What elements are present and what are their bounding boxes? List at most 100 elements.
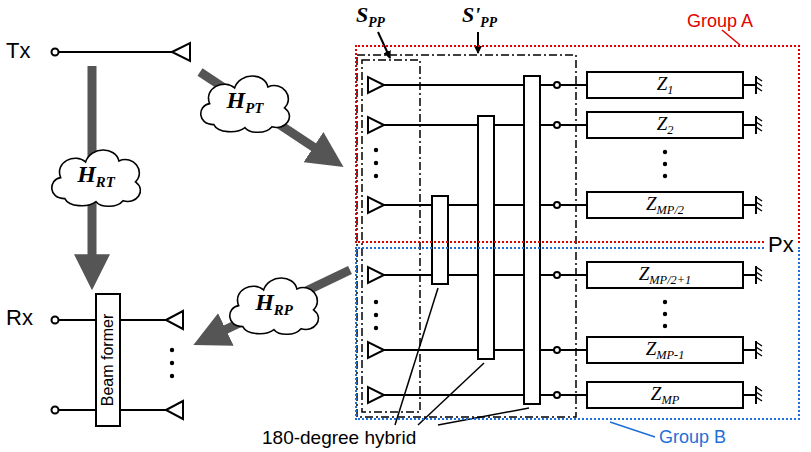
drawing-stroke — [756, 347, 762, 351]
drawing-stroke — [756, 342, 762, 346]
impedance-box: ZMP-1 — [586, 336, 744, 364]
drawing-stroke — [170, 361, 174, 365]
impedance-label: ZMP — [651, 383, 679, 408]
drawing-stroke — [756, 392, 762, 396]
cloud-outline — [44, 140, 148, 208]
cloud-outline — [52, 150, 141, 206]
drawing-stroke — [58, 51, 172, 53]
channel-cloud: HRP — [222, 268, 326, 336]
drawing-stroke — [58, 319, 95, 321]
drawing-stroke — [744, 274, 756, 276]
drawing-stroke — [554, 272, 560, 278]
channel-arrows — [92, 66, 350, 338]
drawing-stroke — [166, 401, 183, 419]
drawing-stroke — [756, 122, 762, 126]
drawing-stroke — [744, 349, 756, 351]
beamformer-box: Beam former — [95, 293, 121, 427]
drawing-stroke — [560, 349, 586, 351]
drawing-stroke — [756, 197, 762, 201]
drawing-stroke — [554, 202, 560, 208]
group-pointer — [610, 422, 655, 437]
channel-arrow — [200, 72, 330, 158]
group-pointer — [722, 30, 740, 45]
drawing-stroke — [52, 317, 59, 324]
drawing-stroke — [560, 274, 586, 276]
cloud-outline — [222, 268, 326, 336]
drawing-stroke — [663, 150, 667, 154]
drawing-stroke — [395, 288, 438, 425]
drawing-stroke — [663, 324, 667, 328]
drawing-stroke — [121, 319, 166, 321]
drawing-stroke — [374, 300, 378, 304]
drawing-stroke — [744, 84, 756, 86]
drawing-stroke — [560, 204, 586, 206]
impedance-label: ZMP/2 — [646, 193, 684, 218]
cloud-outline — [230, 278, 319, 334]
impedance-box: ZMP/2+1 — [586, 261, 744, 289]
drawing-stroke — [554, 122, 560, 128]
drawing-stroke — [560, 124, 586, 126]
drawing-stroke — [663, 162, 667, 166]
impedance-label: ZMP/2+1 — [639, 263, 692, 288]
drawing-stroke — [524, 76, 540, 404]
drawing-stroke — [756, 82, 762, 86]
drawing-stroke — [554, 82, 560, 88]
matrix-label: S'PP — [462, 2, 497, 31]
drawing-stroke — [477, 32, 479, 53]
drawing-stroke — [121, 409, 166, 411]
drawing-stroke — [755, 386, 757, 404]
drawing-stroke — [756, 387, 762, 391]
group-region: Group AZ1Z2ZMP/2 — [355, 45, 800, 243]
drawing-stroke — [663, 174, 667, 178]
group-region: Group BZMP/2+1ZMP-1ZMP — [355, 247, 800, 420]
drawing-stroke — [554, 392, 560, 398]
drawing-stroke — [374, 174, 378, 178]
hybrid-couplers — [432, 76, 540, 404]
drawing-stroke — [744, 204, 756, 206]
drawing-stroke — [368, 342, 384, 358]
drawing-stroke — [663, 312, 667, 316]
drawing-stroke — [357, 55, 576, 417]
drawing-stroke — [554, 347, 560, 353]
impedance-label: Z2 — [657, 113, 674, 138]
drawing-stroke — [368, 117, 384, 133]
hybrid-label: 180-degree hybrid — [262, 427, 416, 449]
drawing-stroke — [744, 124, 756, 126]
drawing-stroke — [756, 87, 762, 91]
impedance-label: Z1 — [657, 73, 674, 98]
impedance-box: Z1 — [586, 71, 744, 99]
drawing-stroke — [52, 407, 59, 414]
drawing-stroke — [362, 60, 420, 412]
drawing-stroke — [755, 266, 757, 284]
drawing-stroke — [374, 148, 378, 152]
drawing-stroke — [368, 77, 384, 93]
beamformer-label: Beam former — [99, 314, 117, 406]
drawing-stroke — [756, 207, 762, 211]
drawing-stroke — [663, 300, 667, 304]
impedance-box: ZMP — [586, 381, 744, 409]
drawing-stroke — [438, 408, 529, 425]
px-ports — [368, 76, 762, 404]
drawing-stroke — [756, 77, 762, 81]
drawing-stroke — [368, 267, 384, 283]
matrix-label: SPP — [356, 2, 385, 31]
drawing-stroke — [756, 267, 762, 271]
tx-label: Tx — [6, 38, 30, 64]
tx-antenna — [52, 43, 191, 61]
drawing-stroke — [374, 326, 378, 330]
drawing-stroke — [368, 387, 384, 403]
drawing-stroke — [560, 394, 586, 396]
drawing-stroke — [756, 397, 762, 401]
drawing-stroke — [755, 341, 757, 359]
drawing-stroke — [755, 116, 757, 134]
drawing-stroke — [58, 409, 95, 411]
drawing-stroke — [755, 196, 757, 214]
channel-matrix: HRP — [255, 289, 293, 319]
drawing-stroke — [756, 202, 762, 206]
impedance-box: Z2 — [586, 111, 744, 139]
drawing-stroke — [744, 394, 756, 396]
drawing-stroke — [418, 363, 484, 425]
drawing-stroke — [755, 76, 757, 94]
drawing-stroke — [756, 272, 762, 276]
